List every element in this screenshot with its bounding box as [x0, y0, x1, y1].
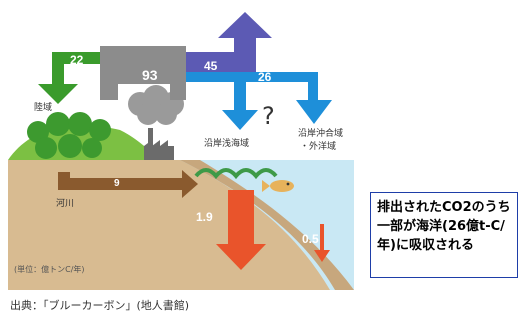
source-citation: 出典：「ブルーカーボン」(地人書館)	[10, 299, 190, 312]
river-value: 9	[114, 178, 120, 189]
ocean-flow-arrow	[186, 72, 332, 130]
tree-cluster-icon	[27, 112, 111, 159]
emission-total-value: 93	[142, 67, 158, 83]
to-atmosphere-value: 45	[204, 59, 218, 73]
smoke-cloud-icon	[128, 85, 184, 125]
to-land-value: 22	[70, 53, 84, 67]
offshore-sequestration-value: 0.5	[302, 232, 319, 246]
fish-icon	[262, 180, 294, 192]
to-ocean-value: 26	[258, 70, 272, 84]
shallow-coastal-label: 沿岸浅海域	[204, 139, 250, 149]
coastal-sequestration-arrow	[216, 190, 266, 270]
offshore-label-line2: ・外洋域	[300, 142, 337, 152]
shore-slope	[180, 160, 354, 290]
river-label: 河川	[56, 199, 75, 209]
factory-icon	[144, 128, 174, 160]
offshore-label-line1: 沿岸沖合域	[298, 129, 344, 139]
unknown-question-mark: ?	[262, 102, 275, 130]
river-flow-arrow	[58, 170, 198, 198]
land-label: 陸域	[34, 103, 53, 113]
seaweed-strip	[194, 168, 278, 180]
land-flow-arrow	[38, 52, 100, 104]
explanation-note: 排出されたCO2のうち一部が海洋(26億t-C/年)に吸収される	[370, 192, 518, 278]
emission-flow-block	[100, 46, 186, 100]
sea-water	[180, 160, 354, 290]
atmosphere-flow-arrow	[186, 12, 272, 76]
offshore-sequestration-arrow	[314, 224, 330, 262]
coastal-sequestration-value: 1.9	[196, 210, 213, 224]
unit-label: (単位：億トンC/年)	[14, 265, 85, 274]
